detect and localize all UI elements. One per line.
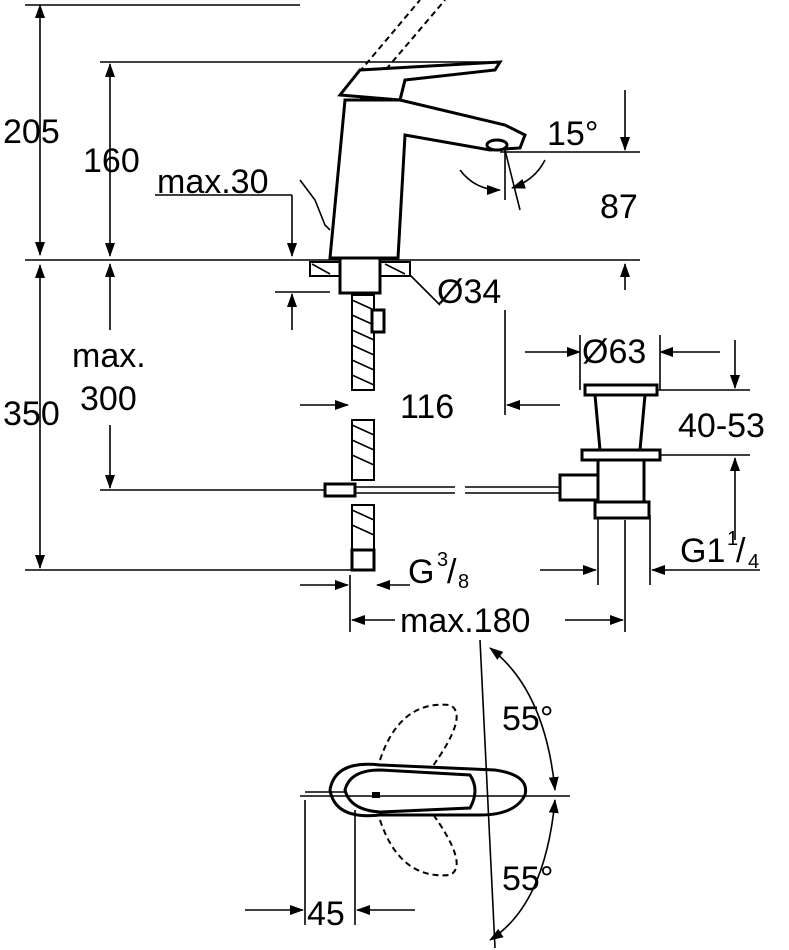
dim-15deg: 15°: [547, 115, 598, 153]
dim-350: 350: [3, 395, 60, 433]
dim-max30: max.30: [157, 163, 269, 201]
dim-160: 160: [83, 142, 140, 180]
dim-300: 300: [80, 380, 137, 418]
dim-g1-1-4: G1 1 / 4: [680, 528, 759, 573]
dim-diameter-63: Ø63: [582, 333, 646, 371]
thread-label: G1: [680, 532, 725, 570]
dimension-lines: [25, 3, 760, 632]
dim-max180: max.180: [400, 602, 530, 640]
thread-denominator: 8: [458, 571, 469, 593]
dim-max-label: max.: [72, 337, 146, 375]
dim-116: 116: [400, 388, 454, 426]
dim-87: 87: [600, 188, 638, 226]
dim-205: 205: [3, 113, 60, 151]
dim-g3-8: G 3 / 8: [408, 549, 469, 593]
dim-55deg-bottom: 55°: [502, 860, 553, 898]
dim-diameter-34: Ø34: [437, 273, 501, 311]
thread-numerator: 1: [727, 528, 738, 550]
dim-55deg-top: 55°: [502, 700, 553, 738]
fraction-slash: /: [736, 532, 746, 570]
thread-denominator: 4: [748, 551, 759, 573]
dim-40-53: 40-53: [678, 407, 765, 445]
faucet-side-view: [299, 0, 662, 572]
faucet-top-view: [245, 639, 570, 949]
fraction-slash: /: [447, 553, 457, 591]
thread-numerator: 3: [437, 549, 448, 571]
thread-label: G: [408, 553, 434, 591]
dim-45: 45: [307, 895, 345, 933]
